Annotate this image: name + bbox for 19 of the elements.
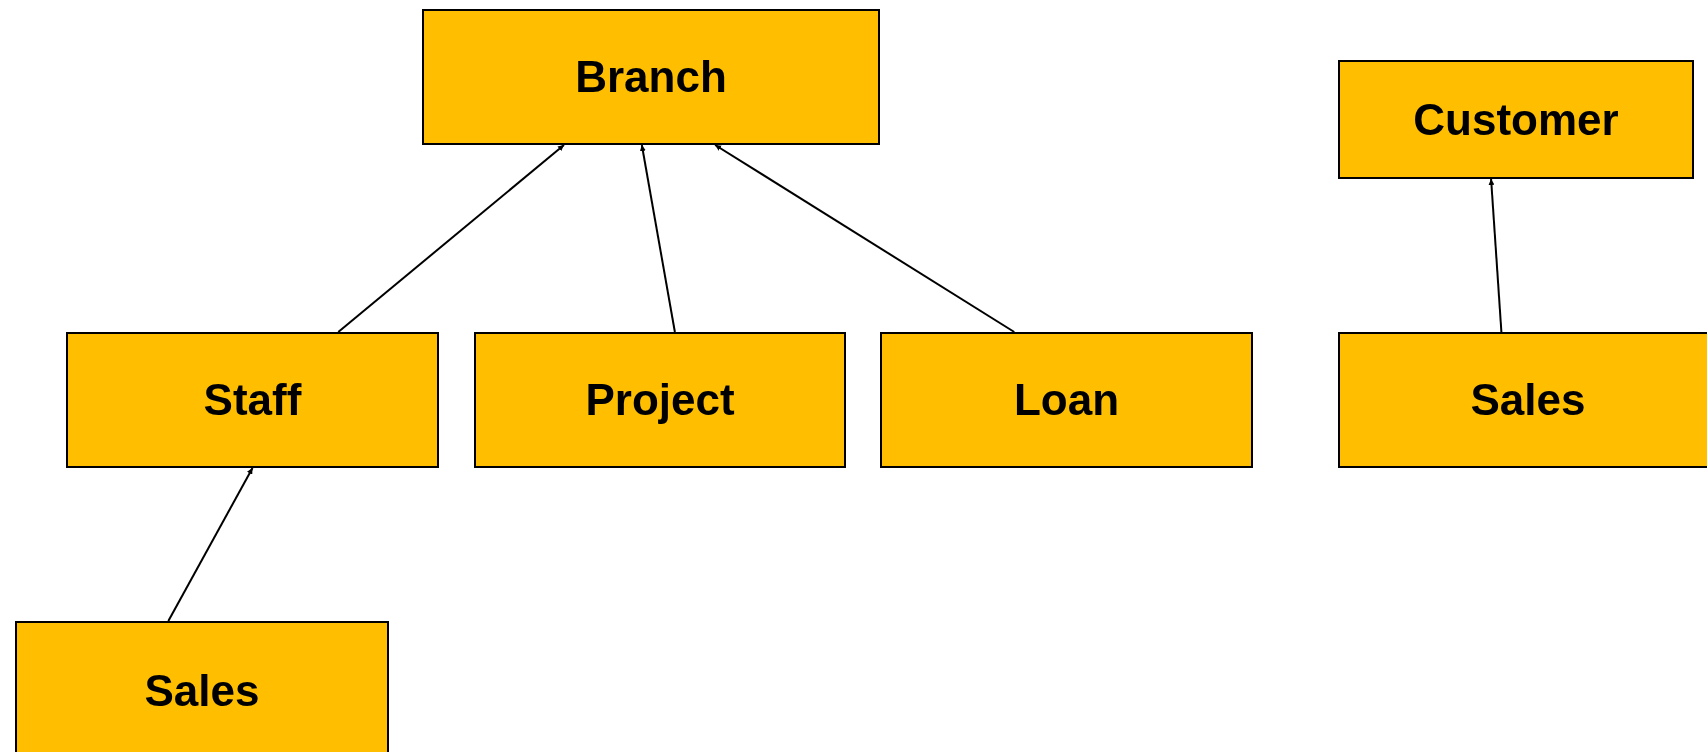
entity-name: Branch <box>575 52 727 102</box>
entity-name: Sales <box>1470 375 1586 425</box>
entity-box <box>422 9 880 145</box>
entity-box <box>1338 332 1707 468</box>
entity-box <box>474 332 846 468</box>
entity-box <box>1338 60 1694 179</box>
entity-name: Loan <box>1013 375 1120 425</box>
entity-name: Sales <box>144 666 260 716</box>
entity-box <box>66 332 439 468</box>
entity-name: Customer <box>1413 94 1619 145</box>
arrow <box>337 144 565 333</box>
entity-box <box>880 332 1253 468</box>
arrow <box>639 144 676 333</box>
arrow <box>1488 178 1503 333</box>
arrow <box>167 467 254 622</box>
entity-name: Project <box>585 375 735 425</box>
entity-box <box>15 621 389 752</box>
entity-name: Staff <box>203 375 302 425</box>
arrow <box>714 144 1016 333</box>
